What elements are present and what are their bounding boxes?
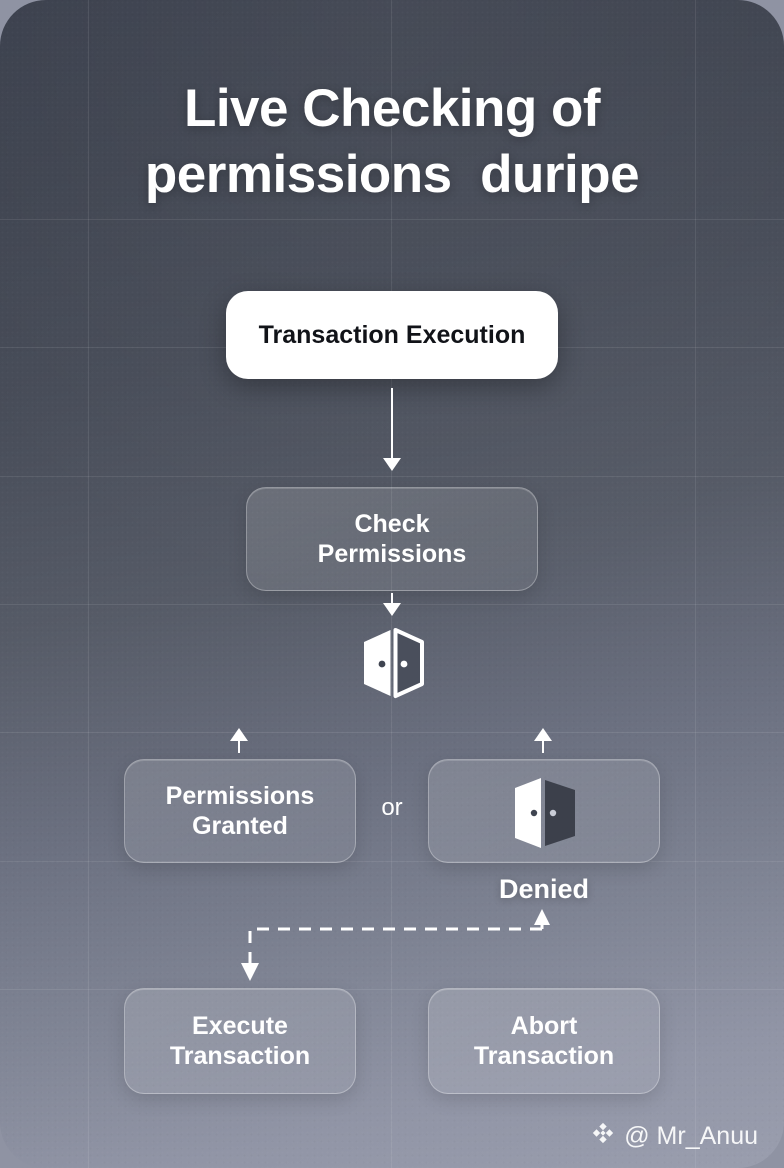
- watermark-handle: @ Mr_Anuu: [624, 1122, 758, 1150]
- watermark: @ Mr_Anuu: [591, 1121, 758, 1152]
- node-transaction-execution-label: Transaction Execution: [258, 320, 526, 349]
- node-execute-transaction-label-line2: Transaction: [169, 1042, 311, 1070]
- title-line-1: Live Checking of: [183, 79, 601, 138]
- node-permissions-granted[interactable]: Permissions Granted: [124, 759, 356, 863]
- node-execute-transaction-label-line1: Execute: [192, 1011, 288, 1040]
- node-check-permissions-label-line2: Permissions: [317, 540, 467, 568]
- or-separator-label: or: [381, 794, 403, 821]
- page-title: Live Checking of permissions duripe: [0, 76, 784, 207]
- title-line-2: permissions duripe: [144, 144, 640, 204]
- node-check-permissions-label-line1: Check: [354, 509, 430, 538]
- denied-caption: Denied: [498, 874, 590, 904]
- double-door-icon: [352, 622, 434, 704]
- node-permissions-granted-label-line1: Permissions: [165, 781, 315, 810]
- node-execute-transaction[interactable]: Execute Transaction: [124, 988, 356, 1094]
- node-permissions-granted-label-line2: Granted: [192, 812, 288, 840]
- node-abort-transaction-label-line2: Transaction: [473, 1042, 615, 1070]
- connector-denied-to-execute: [210, 905, 570, 987]
- diamond-logo-icon: [591, 1121, 615, 1152]
- closed-door-icon: [489, 774, 601, 852]
- node-transaction-execution[interactable]: Transaction Execution: [226, 291, 558, 379]
- node-denied-door[interactable]: [428, 759, 660, 863]
- node-abort-transaction-label-line1: Abort: [510, 1011, 578, 1040]
- node-check-permissions[interactable]: Check Permissions: [246, 487, 538, 591]
- node-abort-transaction[interactable]: Abort Transaction: [428, 988, 660, 1094]
